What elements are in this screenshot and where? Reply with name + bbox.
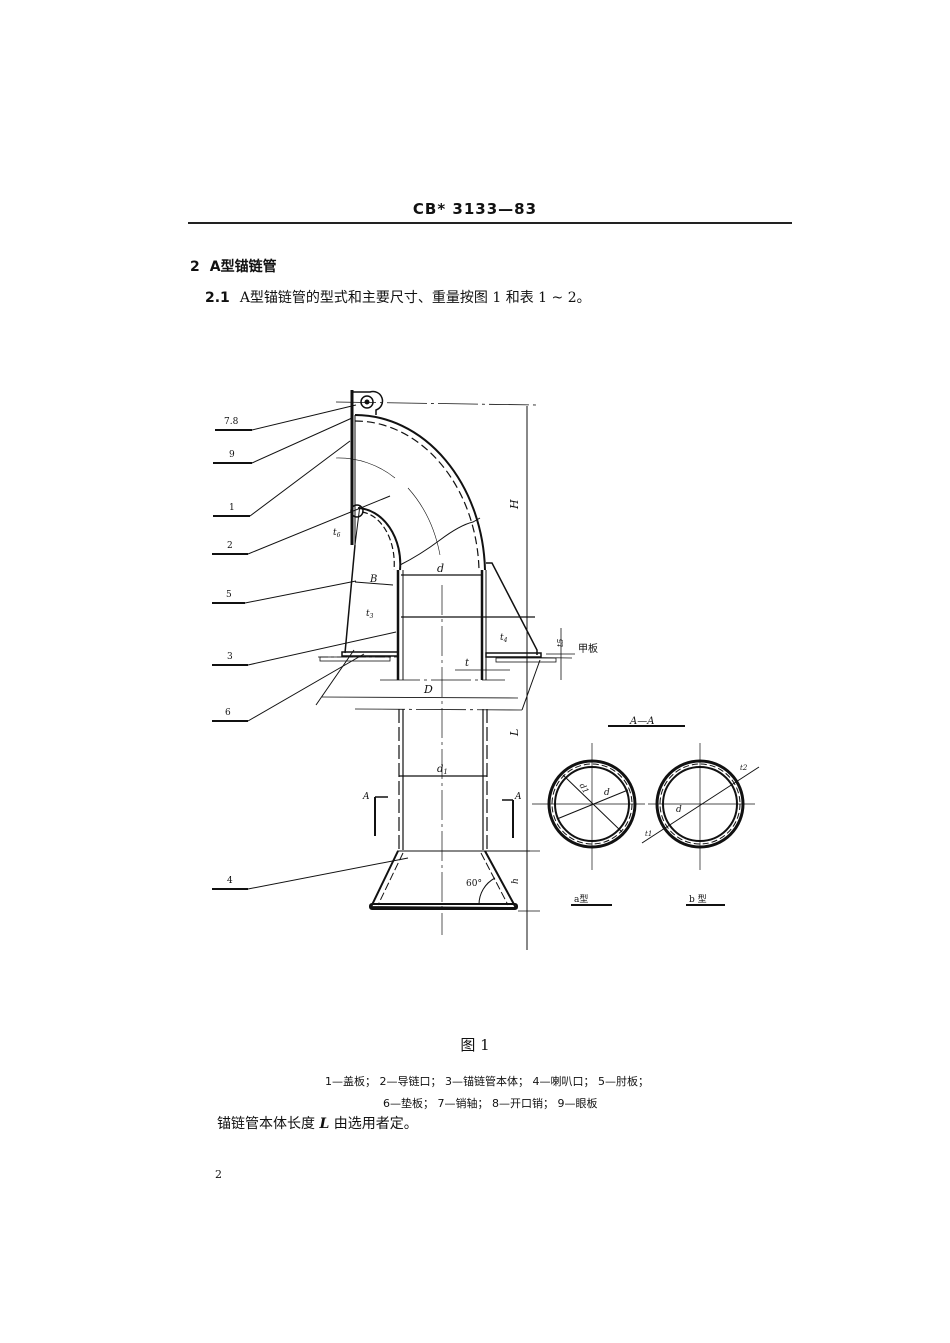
section-view-a-a: A—A d d1 a型 d t1 t2 b 型	[532, 716, 760, 906]
callout-numbers: 7.8 9 1 2 5 3 6 4	[224, 417, 239, 886]
svg-text:t2: t2	[740, 764, 748, 772]
svg-text:9: 9	[229, 450, 235, 460]
svg-text:A—A: A—A	[629, 716, 654, 727]
svg-text:B: B	[369, 574, 377, 585]
svg-text:4: 4	[227, 876, 233, 886]
svg-text:A: A	[362, 792, 370, 802]
svg-text:5: 5	[226, 590, 232, 600]
svg-text:3: 3	[227, 652, 233, 662]
section-title: A型锚链管	[209, 259, 277, 275]
svg-text:L: L	[508, 729, 521, 737]
standard-code: CB* 3133—83	[412, 200, 538, 218]
svg-text:7.8: 7.8	[224, 417, 239, 427]
page-number: 2	[215, 1168, 222, 1181]
svg-text:d1: d1	[437, 764, 448, 776]
svg-text:1: 1	[229, 503, 235, 513]
figure-legend-line-2: 6—垫板； 7—销轴； 8—开口销； 9—眼板	[383, 1097, 598, 1110]
svg-text:t4: t4	[500, 633, 508, 644]
svg-text:b 型: b 型	[689, 894, 707, 905]
svg-text:a型: a型	[574, 894, 588, 905]
svg-text:t1: t1	[645, 830, 652, 838]
figure-legend-line-1: 1—盖板； 2—导链口； 3—锚链管本体； 4—喇叭口； 5—肘板；	[325, 1075, 649, 1088]
svg-text:甲板: 甲板	[578, 642, 598, 655]
clause-number: 2.1	[205, 290, 230, 306]
section-heading: 2 A型锚链管	[190, 256, 277, 276]
svg-text:d: d	[437, 562, 444, 575]
svg-text:2: 2	[227, 541, 233, 551]
length-note: 锚链管本体长度 L 由选用者定。	[217, 1113, 418, 1133]
svg-text:D: D	[423, 683, 433, 696]
note-suffix: 由选用者定。	[333, 1116, 418, 1132]
svg-text:t6: t6	[333, 528, 341, 539]
callout-leaders	[212, 404, 409, 890]
dim-H: H	[508, 499, 521, 510]
svg-text:A: A	[514, 792, 522, 802]
note-prefix: 锚链管本体长度	[217, 1116, 315, 1132]
svg-text:d: d	[676, 805, 682, 815]
svg-text:d1: d1	[578, 782, 591, 795]
header-rule	[188, 222, 792, 224]
figure-1-drawing: 7.8 9 1 2 5 3 6 4	[200, 380, 800, 960]
clause-2-1: 2.1 A型锚链管的型式和主要尺寸、重量按图 1 和表 1 ~ 2。	[205, 287, 591, 307]
svg-text:t: t	[465, 658, 470, 669]
svg-text:t3: t3	[366, 609, 374, 620]
svg-text:t5: t5	[556, 639, 565, 647]
svg-text:d: d	[604, 788, 610, 798]
svg-text:60°: 60°	[466, 879, 482, 889]
eye-plate	[335, 390, 537, 415]
clause-text: A型锚链管的型式和主要尺寸、重量按图 1 和表 1 ~ 2。	[239, 290, 591, 306]
section-number: 2	[190, 259, 200, 275]
svg-text:6: 6	[225, 708, 231, 718]
svg-text:h: h	[511, 878, 521, 884]
note-variable: L	[319, 1116, 330, 1132]
figure-title: 图 1	[460, 1036, 490, 1054]
